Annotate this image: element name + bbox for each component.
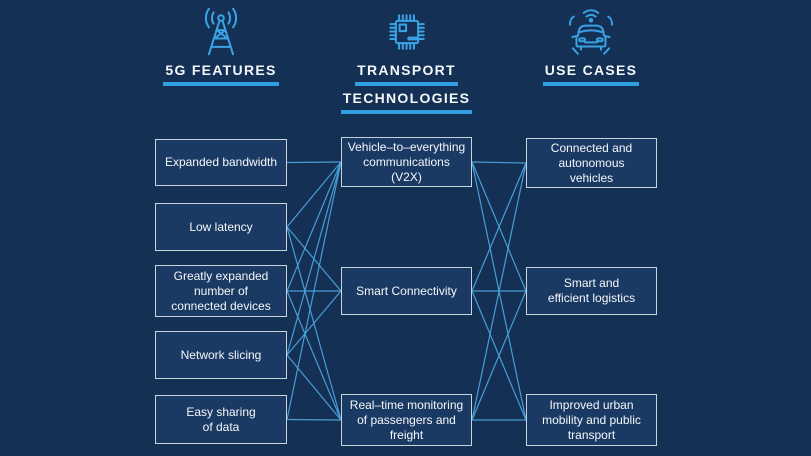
connected-car-icon [569, 9, 613, 55]
column-title: USE CASES [542, 62, 640, 87]
usecase-box-efficient-logistics: Smart and efficient logistics [526, 267, 657, 315]
column-title: TECHNOLOGIES [340, 90, 473, 115]
feature-box-connected-devices: Greatly expanded number of connected dev… [155, 265, 287, 317]
column-header-transport-technologies: TRANSPORT TECHNOLOGIES [340, 6, 473, 115]
feature-box-low-latency: Low latency [155, 203, 287, 251]
chip-icon [388, 14, 425, 50]
feature-box-expanded-bandwidth: Expanded bandwidth [155, 139, 287, 186]
technology-box-realtime-monitoring: Real–time monitoring of passengers and f… [341, 394, 472, 446]
radio-tower-icon [204, 7, 238, 56]
feature-box-network-slicing: Network slicing [155, 331, 287, 379]
column-title: 5G FEATURES [163, 62, 279, 87]
column-title: TRANSPORT [355, 62, 458, 87]
usecase-box-autonomous-vehicles: Connected and autonomous vehicles [526, 138, 657, 188]
feature-box-easy-sharing: Easy sharing of data [155, 395, 287, 444]
technology-box-smart-connectivity: Smart Connectivity [341, 267, 472, 315]
usecase-box-urban-mobility: Improved urban mobility and public trans… [526, 394, 657, 446]
column-header-use-cases: USE CASES [510, 6, 672, 87]
technology-box-v2x: Vehicle–to–everything communications (V2… [341, 137, 472, 187]
column-header-5g-features: 5G FEATURES [155, 6, 287, 87]
